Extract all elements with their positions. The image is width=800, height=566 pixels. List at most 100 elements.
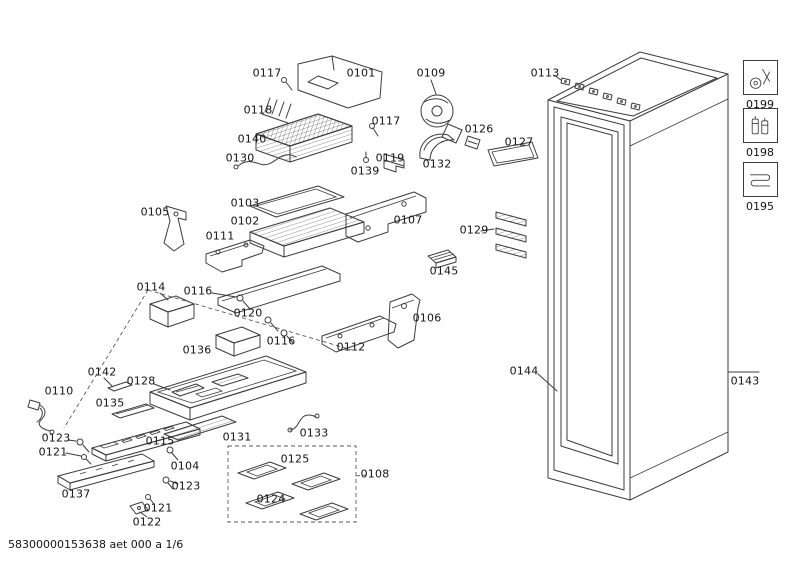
part-label-0145: 0145 — [429, 264, 459, 278]
plate-0112-sketch — [321, 315, 397, 353]
cartridges-icon — [742, 108, 778, 143]
part-label-0115: 0115 — [145, 434, 175, 448]
document-number: 58300000153638 aet 000 a 1/6 — [8, 538, 184, 551]
panel-0127-sketch — [487, 141, 539, 167]
wire-0133-sketch — [287, 413, 320, 433]
screw-0117-mid-sketch — [369, 123, 379, 137]
foam-block-b-sketch — [215, 326, 261, 357]
part-label-0143: 0143 — [730, 374, 760, 388]
screw-0117-top-sketch — [281, 77, 293, 91]
bracket-0105-sketch — [163, 205, 187, 252]
screw-0123-a-sketch — [67, 438, 90, 453]
finned-tray-sketch — [249, 207, 365, 258]
fan-blower-sketch — [420, 79, 463, 144]
part-label-0118: 0118 — [243, 103, 273, 117]
cable-harness-sketch — [27, 399, 55, 435]
part-label-0117: 0117 — [252, 66, 282, 80]
bracket-0107-sketch — [345, 191, 427, 243]
part-label-0135: 0135 — [95, 396, 125, 410]
part-label-0101: 0101 — [346, 66, 376, 80]
clamp-0122-sketch — [129, 501, 149, 518]
part-label-0102: 0102 — [230, 214, 260, 228]
part-label-0107: 0107 — [393, 213, 423, 227]
part-label-0123-2: 0123 — [171, 479, 201, 493]
part-label-0104: 0104 — [170, 459, 200, 473]
legend-label: 0195 — [746, 200, 774, 213]
part-label-0122: 0122 — [132, 515, 162, 529]
legend-item-tools: 0199 — [741, 60, 779, 111]
bracket-0119-sketch — [383, 153, 405, 173]
part-label-0120: 0120 — [233, 306, 263, 320]
part-label-0116-2: 0116 — [266, 334, 296, 348]
part-label-0142: 0142 — [87, 365, 117, 379]
evaporator-sketch — [255, 113, 353, 163]
cabinet-leader-lines — [537, 371, 760, 392]
tray-frame-sketch — [249, 185, 345, 218]
fascia-strip-sketch — [57, 453, 155, 491]
foam-block-a-sketch — [149, 292, 195, 328]
part-label-0111: 0111 — [205, 229, 235, 243]
screw-0116-a-sketch — [211, 292, 251, 310]
air-duct-sketch — [419, 133, 455, 161]
part-label-0110: 0110 — [44, 384, 74, 398]
screw-0123-b-sketch — [162, 476, 179, 490]
part-label-0103: 0103 — [230, 196, 260, 210]
part-label-0128: 0128 — [126, 374, 156, 388]
module-0145-sketch — [427, 249, 457, 269]
rail-parts-sketch — [480, 211, 527, 259]
clip-0126-sketch — [464, 135, 481, 150]
plate-0106-sketch — [387, 293, 421, 349]
part-label-0121-2: 0121 — [143, 501, 173, 515]
part-label-0109: 0109 — [416, 66, 446, 80]
heater-coil-icon — [742, 162, 778, 197]
part-label-0113: 0113 — [530, 66, 560, 80]
part-label-0132: 0132 — [422, 157, 452, 171]
control-board-sketch — [91, 421, 201, 462]
screw-0115-sketch — [166, 446, 179, 461]
part-label-0112: 0112 — [336, 340, 366, 354]
tools-icon — [742, 60, 778, 95]
part-label-0139: 0139 — [350, 164, 380, 178]
part-label-0116: 0116 — [183, 284, 213, 298]
legend-label: 0199 — [746, 98, 774, 111]
legend-item-heater: 0195 — [741, 162, 779, 213]
top-cover-sketch — [297, 55, 383, 109]
pins-sketch — [261, 97, 292, 124]
part-label-0124: 0124 — [256, 492, 286, 506]
screw-0120-sketch — [264, 316, 279, 332]
part-label-0106: 0106 — [412, 311, 442, 325]
construction-lines — [63, 289, 353, 429]
part-label-0119: 0119 — [375, 151, 405, 165]
base-tray-sketch — [149, 355, 307, 421]
legend-item-cartridges: 0198 — [741, 108, 779, 159]
screw-0121-a-sketch — [65, 452, 92, 465]
part-label-0127: 0127 — [504, 135, 534, 149]
part-label-0137: 0137 — [61, 487, 91, 501]
part-label-0129: 0129 — [459, 223, 489, 237]
part-0128-sketch — [153, 383, 205, 397]
screw-0139-sketch — [363, 151, 369, 163]
screw-0121-b-sketch — [145, 494, 155, 505]
capillary-tube-sketch — [233, 154, 297, 170]
part-label-0114: 0114 — [136, 280, 166, 294]
part-0142-sketch — [103, 377, 133, 392]
legend-label: 0198 — [746, 146, 774, 159]
hinge-parts-sketch — [553, 74, 641, 111]
cabinet-body-sketch — [547, 51, 729, 501]
part-label-0108: 0108 — [360, 467, 390, 481]
part-label-0117-2: 0117 — [371, 114, 401, 128]
part-label-0130: 0130 — [225, 151, 255, 165]
part-label-0125: 0125 — [280, 452, 310, 466]
part-label-0123: 0123 — [41, 431, 71, 445]
strip-0135-sketch — [111, 403, 155, 419]
part-label-0121: 0121 — [38, 445, 68, 459]
part-label-0144: 0144 — [509, 364, 539, 378]
bracket-0111-sketch — [205, 239, 265, 273]
support-rail-sketch — [217, 265, 341, 314]
part-label-0136: 0136 — [182, 343, 212, 357]
part-label-0126: 0126 — [464, 122, 494, 136]
shelf-frames-group-sketch — [227, 445, 367, 523]
part-label-0140: 0140 — [237, 132, 267, 146]
